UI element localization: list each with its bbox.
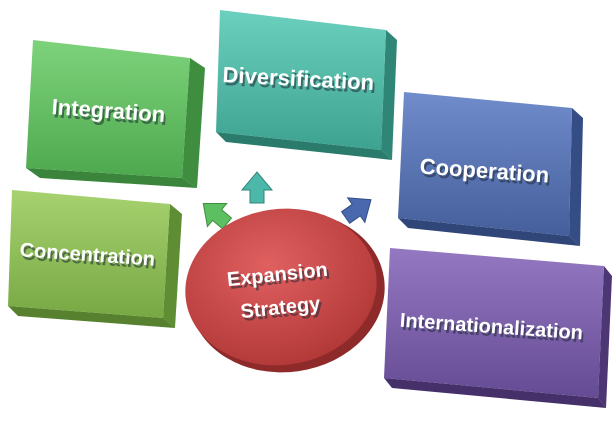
arrow-to-diversification bbox=[240, 171, 274, 204]
integration-box-side bbox=[182, 58, 205, 188]
diversification-box-face bbox=[216, 10, 386, 150]
concentration-box-face bbox=[8, 190, 170, 318]
concentration-box-bottom bbox=[8, 306, 175, 328]
internationalization-box: Internationalization Internationalizatio… bbox=[384, 248, 612, 408]
integration-box-bottom bbox=[26, 168, 197, 188]
concentration-box-side bbox=[163, 204, 182, 328]
arrow-to-integration bbox=[202, 202, 233, 230]
cooperation-box-side bbox=[569, 108, 583, 246]
internationalization-box-side bbox=[598, 266, 612, 408]
diversification-box-side bbox=[381, 30, 397, 160]
center-ellipse bbox=[185, 208, 377, 366]
arrow-to-diversification-shape bbox=[240, 171, 274, 204]
internationalization-box-bottom bbox=[384, 378, 606, 408]
cooperation-box-bottom bbox=[398, 218, 580, 246]
diversification-box-bottom bbox=[216, 132, 392, 160]
diversification-box: Diversification Diversification bbox=[216, 10, 397, 160]
cooperation-box: Cooperation Cooperation bbox=[398, 92, 583, 246]
arrow-to-cooperation-shape bbox=[340, 197, 372, 224]
internationalization-box-face bbox=[384, 248, 604, 398]
cooperation-box-face bbox=[398, 92, 572, 236]
integration-box-face bbox=[26, 40, 190, 178]
arrow-to-cooperation bbox=[340, 197, 372, 224]
center-node: Expansion Expansion Strategy Strategy bbox=[185, 208, 385, 373]
integration-box: Integration Integration bbox=[26, 40, 205, 188]
arrow-to-integration-shape bbox=[202, 202, 233, 230]
concentration-box: Concentration Concentration bbox=[8, 190, 182, 328]
